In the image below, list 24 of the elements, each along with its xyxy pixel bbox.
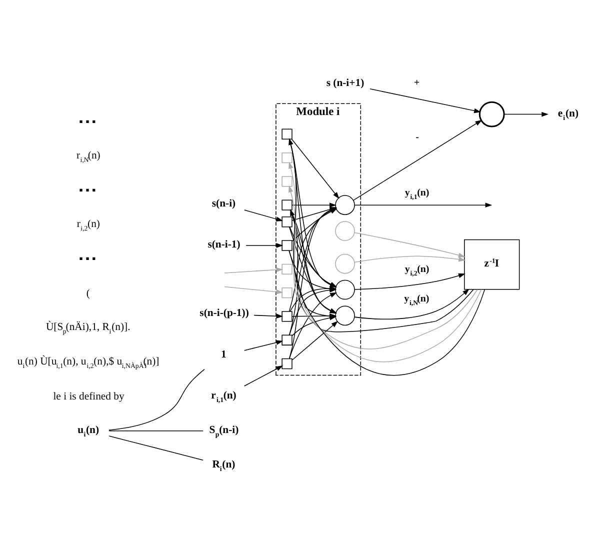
label: ▪ ▪ ▪: [79, 115, 96, 128]
label: ▪ ▪ ▪: [79, 252, 96, 265]
edge-label: y$_{i,2}$(n): [404, 263, 430, 277]
node-text: s(n-i-(p-1)): [200, 306, 249, 319]
label: ▪ ▪ ▪: [79, 184, 96, 196]
label: u$_{i}$(n) Ù[u$_{i,1}$(n), u$_{i,2}$(n),$ u$_{i,NÀpÀ1}$(n)]: [17, 354, 160, 370]
edge-label: y$_{i,1}$(n): [404, 186, 430, 200]
node-text: 1: [221, 348, 226, 360]
label: (: [86, 286, 90, 299]
node-text: s(n-i): [212, 196, 236, 209]
edge-label: -: [416, 131, 419, 142]
label: Ù[S$_{p}$(nÄi),1, R$_{i}$(n)].: [46, 320, 130, 335]
label: r$_{i,N}$(n): [76, 148, 100, 164]
node-text: R$_{i}$(n): [212, 458, 236, 472]
edge-label: y$_{i,N}$(n): [404, 293, 430, 307]
node-text: s(n-i-1): [208, 238, 240, 250]
node-text: r$_{i,1}$(n): [211, 389, 236, 404]
label: le i is defined by: [53, 390, 124, 402]
label: r$_{i,2}$(n): [76, 217, 100, 232]
node-text: S$_{p}$(n-i): [209, 423, 239, 438]
node-text: u$_{i}$(n): [78, 423, 100, 438]
node-text: e$_{i}$(n): [558, 106, 579, 122]
edge-label: +: [414, 77, 420, 88]
node-text: s (n-i+1): [326, 76, 364, 88]
